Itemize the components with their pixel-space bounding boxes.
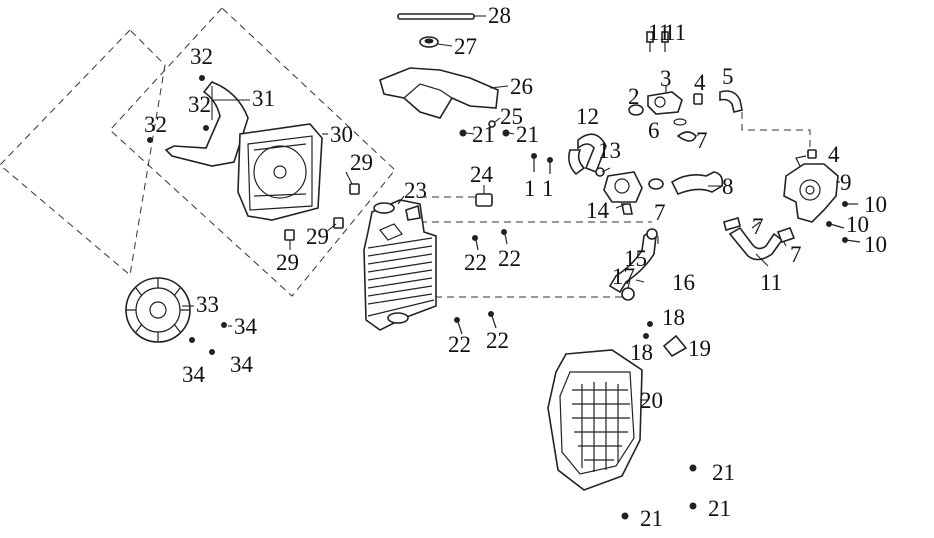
label-11b: 11 — [664, 20, 686, 45]
label-18a: 18 — [662, 305, 685, 330]
part-20-shroud — [547, 349, 648, 491]
part-23-radiator — [363, 199, 437, 331]
label-29a: 29 — [350, 150, 373, 175]
label-34c: 34 — [230, 352, 254, 377]
part-31-bracket — [147, 75, 249, 167]
label-4b: 4 — [828, 142, 840, 167]
label-6: 6 — [648, 118, 660, 143]
part-26-cover — [379, 67, 509, 119]
label-22b: 22 — [498, 246, 521, 271]
part-27-grommet — [419, 36, 453, 48]
label-22a: 22 — [464, 250, 487, 275]
assembly-dashed-lines — [0, 7, 811, 298]
label-29c: 29 — [306, 224, 329, 249]
part-33-cooling-fan — [125, 277, 227, 355]
label-10c: 10 — [864, 232, 887, 257]
shroud-grille — [572, 382, 630, 472]
part-19-bracket — [643, 321, 688, 358]
label-5: 5 — [722, 64, 734, 89]
label-21b: 21 — [516, 122, 539, 147]
label-24: 24 — [470, 162, 494, 187]
part-22-bolts — [454, 229, 508, 335]
part-8-hose — [648, 171, 724, 196]
part-21-bolts-bottom — [621, 464, 697, 520]
label-32c: 32 — [144, 112, 167, 137]
label-33: 33 — [196, 292, 219, 317]
part-30-fan-shroud — [237, 123, 328, 221]
label-15: 15 — [624, 246, 647, 271]
label-16: 16 — [672, 270, 695, 295]
part-5-small-hose — [719, 90, 743, 113]
part-10-bolts — [826, 201, 861, 243]
label-9: 9 — [840, 170, 852, 195]
label-11c: 11 — [760, 270, 782, 295]
label-7b: 7 — [654, 200, 666, 225]
label-1a: 1 — [524, 176, 536, 201]
label-21c: 21 — [712, 460, 735, 485]
label-13: 13 — [598, 138, 621, 163]
part-3-thermostat-housing — [628, 86, 697, 142]
radiator-fins — [367, 245, 433, 305]
part-28-rod — [397, 13, 486, 20]
part-12-hose — [568, 133, 607, 176]
label-14: 14 — [586, 198, 610, 223]
label-3: 3 — [660, 66, 672, 91]
label-2: 2 — [628, 84, 640, 109]
label-20: 20 — [640, 388, 663, 413]
callout-labels: 28 27 26 25 21 21 24 1 1 11 11 3 2 4 5 6… — [144, 3, 887, 531]
label-7d: 7 — [790, 242, 802, 267]
label-19: 19 — [688, 336, 711, 361]
label-27: 27 — [454, 34, 477, 59]
label-29b: 29 — [276, 250, 299, 275]
label-25: 25 — [500, 104, 523, 129]
label-26: 26 — [510, 74, 533, 99]
part-25-21-screws — [459, 117, 515, 137]
label-21e: 21 — [640, 506, 663, 531]
label-1b: 1 — [542, 176, 554, 201]
label-21d: 21 — [708, 496, 731, 521]
label-11a: 11 — [648, 20, 670, 45]
label-7a: 7 — [696, 128, 708, 153]
leader-lines — [182, 86, 840, 327]
label-34b: 34 — [182, 362, 206, 387]
label-28: 28 — [488, 3, 511, 28]
part-4-clips — [693, 93, 817, 159]
part-24-sensor — [475, 185, 493, 207]
part-11-hose-right — [723, 217, 796, 261]
part-11-bolts-top — [646, 31, 669, 52]
label-12: 12 — [576, 104, 599, 129]
label-8: 8 — [722, 174, 734, 199]
label-4a: 4 — [694, 70, 706, 95]
label-18b: 18 — [630, 340, 653, 365]
label-10b: 10 — [846, 212, 869, 237]
part-1-bolts — [531, 153, 553, 174]
label-10a: 10 — [864, 192, 887, 217]
label-32a: 32 — [190, 44, 213, 69]
part-9-pump-housing — [783, 155, 839, 223]
label-23: 23 — [404, 178, 427, 203]
label-34a: 34 — [234, 314, 258, 339]
label-32b: 32 — [188, 92, 211, 117]
label-17: 17 — [612, 264, 635, 289]
label-30: 30 — [330, 122, 353, 147]
label-22c: 22 — [448, 332, 471, 357]
label-31: 31 — [252, 86, 275, 111]
label-22d: 22 — [486, 328, 509, 353]
part-14-water-pump — [595, 167, 643, 215]
label-7c: 7 — [752, 214, 764, 239]
label-21a: 21 — [472, 122, 495, 147]
